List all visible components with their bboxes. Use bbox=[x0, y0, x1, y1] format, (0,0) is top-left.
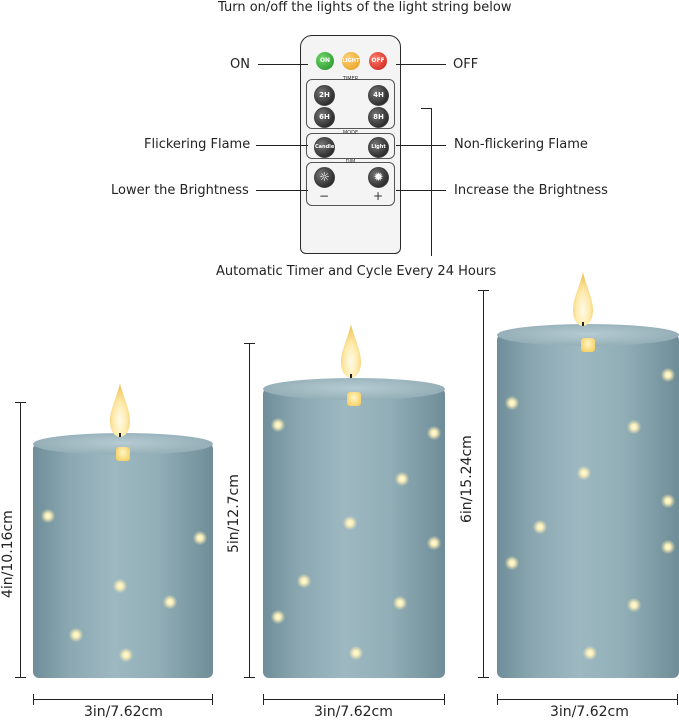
increase-callout: Increase the Brightness bbox=[454, 183, 608, 198]
mode-group: MODE Candle Light bbox=[306, 130, 395, 159]
on-button[interactable]: ON bbox=[316, 52, 334, 70]
candle-medium-flame bbox=[341, 324, 361, 378]
timer-4h-button[interactable]: 4H bbox=[368, 85, 389, 106]
fairy-light bbox=[297, 574, 311, 588]
timer-callout: Automatic Timer and Cycle Every 24 Hours bbox=[216, 264, 497, 279]
timer-6h-button[interactable]: 6H bbox=[314, 107, 335, 128]
candle-large-wick bbox=[581, 338, 595, 352]
candle-small bbox=[33, 433, 213, 678]
fairy-light bbox=[533, 520, 547, 534]
fairy-light bbox=[661, 368, 675, 382]
width-tick bbox=[33, 694, 34, 705]
fairy-light bbox=[41, 509, 55, 523]
candle-small-top bbox=[33, 433, 213, 455]
page-title: Turn on/off the lights of the light stri… bbox=[218, 0, 512, 15]
off-button[interactable]: OFF bbox=[369, 52, 387, 70]
flicker-callout-line bbox=[256, 145, 308, 146]
minus-sign: − bbox=[319, 189, 330, 203]
dim-label: DIM bbox=[345, 159, 356, 165]
flicker-callout: Flickering Flame bbox=[144, 137, 251, 152]
increase-callout-line bbox=[396, 190, 446, 191]
remote-control: ON LIGHT OFF TIMER 2H 4H 6H 8H MODE Cand… bbox=[300, 35, 401, 254]
width-tick bbox=[497, 694, 498, 705]
width-line-large bbox=[497, 699, 678, 700]
width-tick bbox=[212, 694, 213, 705]
timer-8h-button[interactable]: 8H bbox=[368, 107, 389, 128]
dim-down-button[interactable]: ☼ bbox=[314, 167, 335, 188]
fairy-light bbox=[661, 494, 675, 508]
nonflicker-callout-line bbox=[396, 145, 446, 146]
timer-label: TIMER bbox=[342, 76, 359, 82]
on-callout-line bbox=[258, 64, 308, 65]
width-line-medium bbox=[263, 699, 445, 700]
fairy-light bbox=[427, 536, 441, 550]
fairy-light bbox=[505, 556, 519, 570]
fairy-light bbox=[393, 596, 407, 610]
fairy-light bbox=[163, 595, 177, 609]
height-tick bbox=[15, 677, 26, 678]
fairy-light bbox=[583, 646, 597, 660]
height-line-large bbox=[483, 290, 484, 678]
bright-sun-icon: ✹ bbox=[373, 170, 384, 184]
height-tick bbox=[478, 677, 489, 678]
fairy-light bbox=[505, 396, 519, 410]
fairy-light bbox=[627, 420, 641, 434]
fairy-light bbox=[627, 598, 641, 612]
height-label-large: 6in/15.24cm bbox=[459, 435, 475, 523]
candle-large bbox=[497, 324, 679, 678]
height-tick bbox=[244, 677, 255, 678]
fairy-light bbox=[271, 418, 285, 432]
height-line-medium bbox=[249, 343, 250, 678]
fairy-light bbox=[577, 466, 591, 480]
height-label-medium: 5in/12.7cm bbox=[226, 474, 242, 553]
fairy-light bbox=[193, 531, 207, 545]
width-label-large: 3in/7.62cm bbox=[550, 704, 629, 720]
timer-bracket-vertical bbox=[431, 108, 432, 256]
width-tick bbox=[263, 694, 264, 705]
timer-2h-button[interactable]: 2H bbox=[314, 85, 335, 106]
timer-bracket-top bbox=[421, 108, 432, 109]
fairy-light bbox=[343, 516, 357, 530]
fairy-light bbox=[395, 472, 409, 486]
candle-mode-button[interactable]: Candle bbox=[314, 137, 335, 158]
candle-medium bbox=[263, 378, 445, 678]
timer-group: TIMER 2H 4H 6H 8H bbox=[306, 76, 395, 129]
candle-medium-top bbox=[263, 378, 445, 400]
width-label-small: 3in/7.62cm bbox=[84, 704, 163, 720]
fairy-light bbox=[661, 540, 675, 554]
height-line-small bbox=[20, 402, 21, 678]
width-line-small bbox=[33, 699, 213, 700]
lower-callout: Lower the Brightness bbox=[111, 183, 249, 198]
width-tick bbox=[444, 694, 445, 705]
off-callout-line bbox=[396, 64, 446, 65]
height-tick bbox=[244, 343, 255, 344]
dim-sun-icon: ☼ bbox=[319, 170, 330, 184]
dim-up-button[interactable]: ✹ bbox=[368, 167, 389, 188]
fairy-light bbox=[119, 648, 133, 662]
fairy-light bbox=[427, 426, 441, 440]
height-tick bbox=[15, 402, 26, 403]
candle-large-top bbox=[497, 324, 679, 346]
height-label-small: 4in/10.16cm bbox=[0, 510, 16, 598]
candle-small-flame bbox=[110, 383, 130, 437]
lower-callout-line bbox=[256, 190, 308, 191]
off-callout: OFF bbox=[453, 57, 479, 72]
mode-label: MODE bbox=[342, 130, 359, 136]
candle-large-flame bbox=[573, 272, 593, 326]
fairy-light bbox=[113, 579, 127, 593]
on-callout: ON bbox=[230, 57, 250, 72]
plus-sign: + bbox=[373, 189, 384, 203]
height-tick bbox=[478, 290, 489, 291]
nonflicker-callout: Non-flickering Flame bbox=[454, 137, 588, 152]
candle-small-wick bbox=[116, 447, 130, 461]
fairy-light bbox=[69, 628, 83, 642]
dim-group: DIM ☼ ✹ − + bbox=[306, 159, 395, 206]
candle-medium-wick bbox=[347, 392, 361, 406]
light-button[interactable]: LIGHT bbox=[342, 52, 360, 70]
fairy-light bbox=[349, 646, 363, 660]
light-mode-button[interactable]: Light bbox=[368, 137, 389, 158]
width-tick bbox=[677, 694, 678, 705]
fairy-light bbox=[271, 610, 285, 624]
width-label-medium: 3in/7.62cm bbox=[314, 704, 393, 720]
